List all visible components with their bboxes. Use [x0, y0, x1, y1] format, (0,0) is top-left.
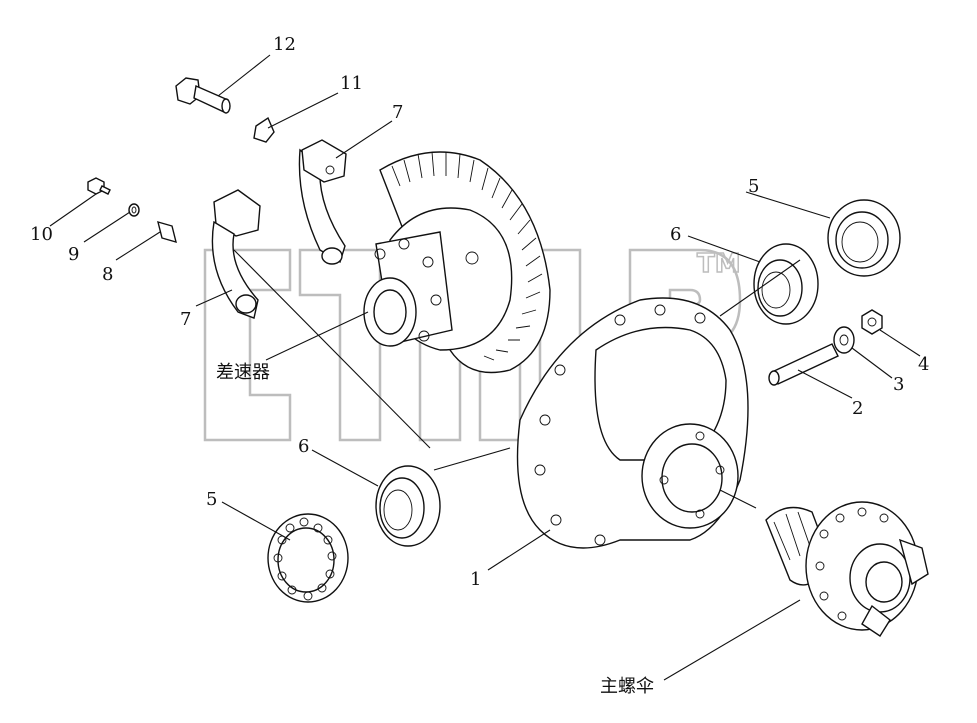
washer-9: [128, 203, 140, 217]
callout-10: 10: [30, 224, 53, 245]
leader-lines: [49, 54, 921, 681]
main-bevel-label: 主螺伞: [600, 676, 654, 697]
callout-12: 12: [273, 34, 296, 55]
callout-1: 1: [470, 569, 481, 590]
callout-11: 11: [340, 73, 363, 94]
bolt-12: [175, 77, 231, 114]
callout-3: 3: [893, 374, 904, 395]
callout-7-upper: 7: [392, 102, 403, 123]
bearing-cap-7-lower: [211, 189, 261, 319]
callout-4: 4: [918, 354, 929, 375]
bearing-cone-6-left: [375, 465, 441, 547]
watermark-tm: TM: [697, 249, 741, 279]
lock-washer-3: [833, 326, 855, 354]
bearing-cap-7-upper: [298, 139, 347, 265]
lock-plate-11: [253, 116, 275, 143]
callout-2: 2: [852, 398, 863, 419]
callout-6-right: 6: [670, 224, 681, 245]
housing-1: [516, 297, 749, 549]
bolt-10: [87, 177, 111, 195]
differential-label: 差速器: [216, 362, 270, 383]
bearing-cone-6-right: [753, 243, 819, 325]
callout-6-left: 6: [298, 436, 309, 457]
bearing-cup-5-right: [827, 199, 901, 277]
callout-5-left: 5: [206, 489, 217, 510]
callout-8: 8: [102, 264, 113, 285]
main-bevel-assembly: [765, 501, 929, 637]
lock-plate-8: [157, 220, 177, 244]
nut-4: [861, 309, 883, 335]
callout-9: 9: [68, 244, 79, 265]
callout-5-right: 5: [748, 176, 759, 197]
adjust-bolt-2: [768, 343, 839, 386]
callout-7-lower: 7: [180, 309, 191, 330]
differential-assembly: [363, 151, 551, 374]
bearing-cup-5-left: [267, 513, 349, 603]
callout-labels: 12 11 7 10 9 8 7 5 6 4 3 2 6 5 1 差速器 主螺伞: [30, 34, 929, 697]
